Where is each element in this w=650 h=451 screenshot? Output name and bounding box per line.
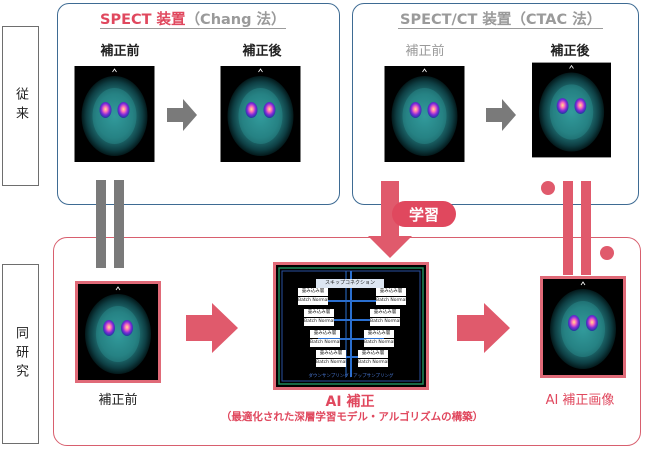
brain-scan-image (532, 62, 611, 158)
conv-block: 畳み込み層 (376, 288, 406, 296)
norm-block: Batch Normaliz (310, 339, 340, 347)
brain-scan-image (74, 66, 155, 162)
brain-scan-image (78, 284, 158, 380)
spect-title-method: （Chang 法） (185, 12, 286, 28)
spect-after-scan (220, 66, 301, 162)
spect-title-main: SPECT 装置 (100, 12, 186, 28)
ctac-title-underline (398, 28, 603, 29)
norm-block: Batch Normaliz (376, 297, 406, 305)
conv-block: 畳み込み層 (364, 330, 394, 338)
diagram-top-node: スキップコネクション (316, 279, 384, 288)
sidebar-conventional-label: 従来 (13, 87, 28, 125)
ai-network-diagram: スキップコネクション 畳み込み層 Batch Normaliz 畳み込み層 Ba… (273, 262, 429, 390)
ai-correction-title: AI 補正 (325, 394, 375, 410)
conv-block: 畳み込み層 (304, 309, 334, 317)
equal-bar-right-2 (581, 181, 591, 275)
learning-badge-label: 学習 (408, 205, 439, 224)
conv-block: 畳み込み層 (370, 309, 400, 317)
sidebar-this-study: 同研究 (2, 264, 39, 444)
conv-block: 畳み込み層 (358, 350, 388, 358)
spect-after-label: 補正後 (242, 44, 282, 59)
diagram-footer: ダウンサンプリング / アップサンプリング (308, 374, 394, 379)
ai-corrected-label: AI 補正画像 (545, 393, 615, 408)
norm-block: Batch Normaliz (364, 339, 394, 347)
ctac-after-label: 補正後 (550, 44, 590, 59)
study-before-scan (75, 281, 161, 383)
ctac-panel-title: SPECT/CT 装置（CTAC 法） (400, 12, 602, 28)
equal-bar-left-1 (96, 180, 106, 268)
conv-block: 畳み込み層 (310, 330, 340, 338)
norm-block: Batch Normaliz (370, 318, 400, 326)
spect-before-scan (74, 66, 155, 162)
dot-icon-bottom (600, 246, 614, 260)
spect-title-underline (100, 28, 286, 29)
ai-correction-subtitle: （最適化された深層学習モデル・アルゴリズムの構築） (220, 411, 484, 423)
brain-scan-image (543, 279, 623, 375)
norm-block: Batch Normaliz (316, 359, 346, 367)
learning-badge: 学習 (392, 201, 456, 227)
dot-icon-top (541, 181, 555, 195)
sidebar-this-study-label: 同研究 (13, 325, 28, 383)
ctac-before-scan (384, 66, 465, 162)
brain-scan-image (220, 66, 301, 162)
equal-bar-left-2 (114, 180, 124, 268)
ctac-before-label: 補正前 (405, 44, 445, 59)
norm-block: Batch Normaliz (298, 297, 328, 305)
conv-block: 畳み込み層 (316, 350, 346, 358)
brain-scan-image (384, 66, 465, 162)
equal-bar-right-1 (563, 181, 573, 275)
norm-block: Batch Normaliz (358, 359, 388, 367)
spect-panel-title: SPECT 装置（Chang 法） (100, 8, 286, 29)
norm-block: Batch Normaliz (304, 318, 334, 326)
study-before-label: 補正前 (98, 393, 138, 408)
sidebar-conventional: 従来 (2, 26, 39, 186)
conv-block: 畳み込み層 (298, 288, 328, 296)
ctac-after-scan (532, 60, 611, 160)
spect-before-label: 補正前 (100, 44, 140, 59)
ai-corrected-scan (540, 276, 626, 378)
